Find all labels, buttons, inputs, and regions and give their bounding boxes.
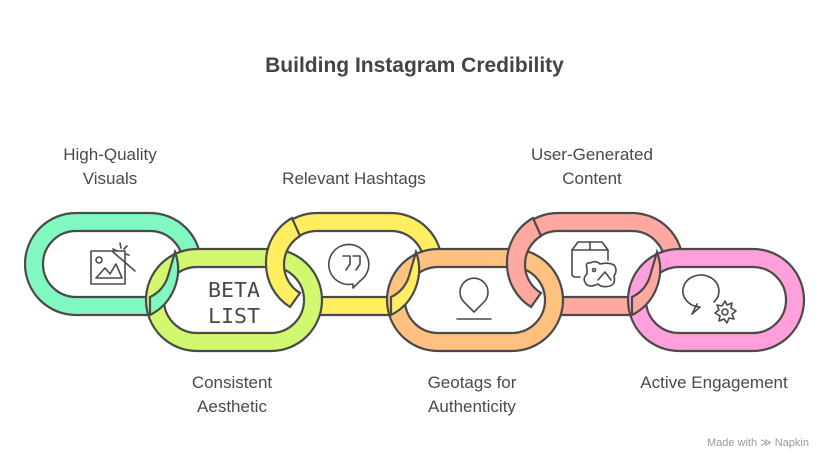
label-line: Relevant Hashtags <box>282 169 426 188</box>
quote-bubble-icon <box>328 243 370 289</box>
image-sparkle-icon <box>90 242 136 285</box>
footer-text: Made with <box>706 437 758 449</box>
link5-left-arc-over-link4 <box>505 216 543 309</box>
label-line: Geotags for <box>427 373 517 392</box>
label-line: Content <box>562 169 622 188</box>
footer-brand: Napkin <box>774 437 809 449</box>
beta-list-icon: BETA LIST <box>208 278 260 328</box>
box-image-icon <box>571 241 617 288</box>
link3-left-arc-over-link2 <box>264 216 302 309</box>
label-line: Aesthetic <box>197 397 267 416</box>
label-relevant-hashtags: Relevant Hashtags <box>254 167 454 191</box>
label-user-generated-content: User-Generated Content <box>512 143 672 191</box>
svg-text:BETA: BETA <box>208 278 260 302</box>
label-line: High-Quality <box>63 145 157 164</box>
label-geotags: Geotags for Authenticity <box>402 371 542 419</box>
label-line: Consistent <box>191 373 273 392</box>
chat-gear-icon <box>682 274 737 324</box>
napkin-logo-icon: ≫ <box>760 437 772 449</box>
link5-right-arc <box>630 248 662 317</box>
made-with-napkin: Made with ≫ Napkin <box>707 436 809 449</box>
label-line: Authenticity <box>428 397 516 416</box>
label-consistent-aesthetic: Consistent Aesthetic <box>162 371 302 419</box>
diagram-title: Building Instagram Credibility <box>265 54 564 77</box>
link1-right-arc <box>148 248 180 317</box>
link3-right-arc <box>389 248 421 317</box>
svg-text:LIST: LIST <box>208 304 260 328</box>
label-line: Active Engagement <box>640 373 788 392</box>
label-line: User-Generated <box>531 145 653 164</box>
location-pin-icon <box>456 277 492 320</box>
label-line: Visuals <box>82 169 138 188</box>
label-active-engagement: Active Engagement <box>614 371 814 395</box>
label-high-quality-visuals: High-Quality Visuals <box>40 143 180 191</box>
